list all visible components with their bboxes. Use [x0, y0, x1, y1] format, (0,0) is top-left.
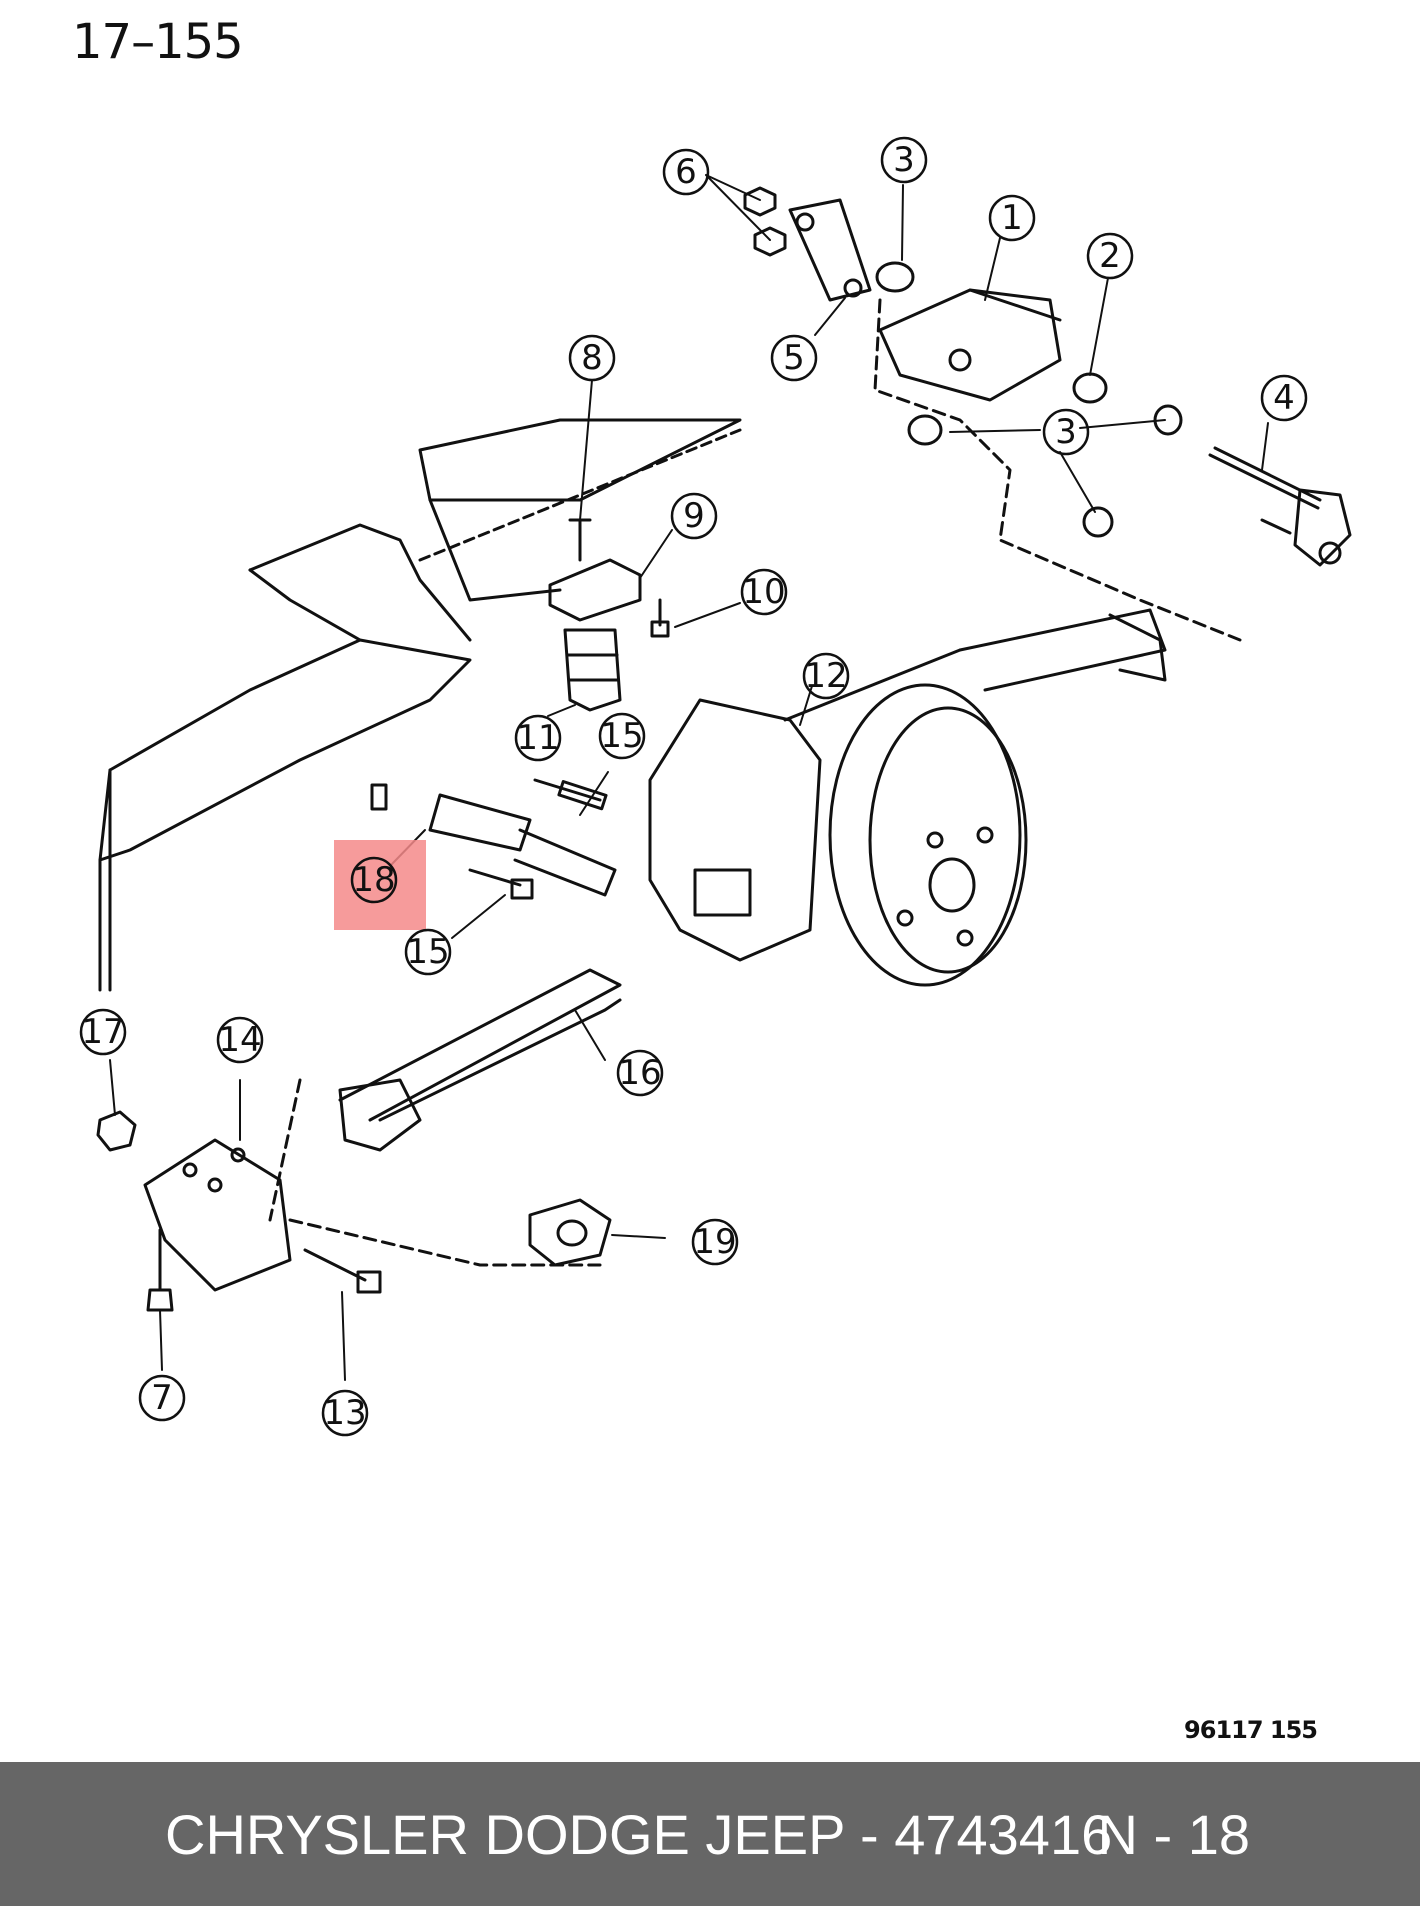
shackle-bolt	[1208, 446, 1352, 567]
callout-16: 16	[618, 1053, 661, 1093]
callout-19: 19	[693, 1222, 736, 1262]
highlight-box	[334, 840, 426, 930]
callout-5: 5	[783, 338, 805, 378]
leaf-spring	[338, 608, 1167, 1152]
callout-7: 7	[151, 1378, 173, 1418]
footer-bar: CHRYSLER DODGE JEEP - 4743416 N - 18	[0, 1762, 1420, 1906]
spring-hanger-bracket	[875, 261, 1183, 538]
page-number: 17–155	[72, 14, 244, 70]
callout-2: 2	[1099, 236, 1121, 276]
callout-13: 13	[323, 1393, 366, 1433]
callout-18: 18	[352, 860, 395, 900]
footer-ref: N - 18	[1097, 1803, 1251, 1866]
callout-10: 10	[742, 572, 785, 612]
callout-4: 4	[1273, 378, 1295, 418]
shackle-plate	[743, 186, 1242, 642]
jounce-bumper-assembly	[548, 518, 670, 712]
leader-lines	[109, 174, 1269, 1381]
figure-code: 96117 155	[1184, 1716, 1318, 1744]
callout-12: 12	[804, 656, 847, 696]
callout-6: 6	[675, 152, 697, 192]
footer-title: CHRYSLER DODGE JEEP - 4743416	[165, 1803, 1113, 1866]
callout-3-upper: 3	[893, 140, 915, 180]
callout-15-upper: 15	[600, 716, 643, 756]
callout-17: 17	[81, 1012, 124, 1052]
rear-suspension-exploded-diagram: 1 2 3 3 4 5 6 7 8 9 10 11 12 13 14 15 15…	[79, 136, 1352, 1437]
callout-11: 11	[516, 718, 559, 758]
callout-14: 14	[218, 1020, 261, 1060]
axle-and-drum	[648, 648, 1028, 987]
shock-absorber	[428, 778, 617, 900]
front-spring-hanger	[96, 1078, 612, 1312]
callout-1: 1	[1001, 198, 1023, 238]
callout-8: 8	[581, 338, 603, 378]
callout-15-lower: 15	[406, 932, 449, 972]
callout-3-lower: 3	[1055, 412, 1077, 452]
callout-9: 9	[683, 496, 705, 536]
frame-rail	[98, 418, 742, 992]
